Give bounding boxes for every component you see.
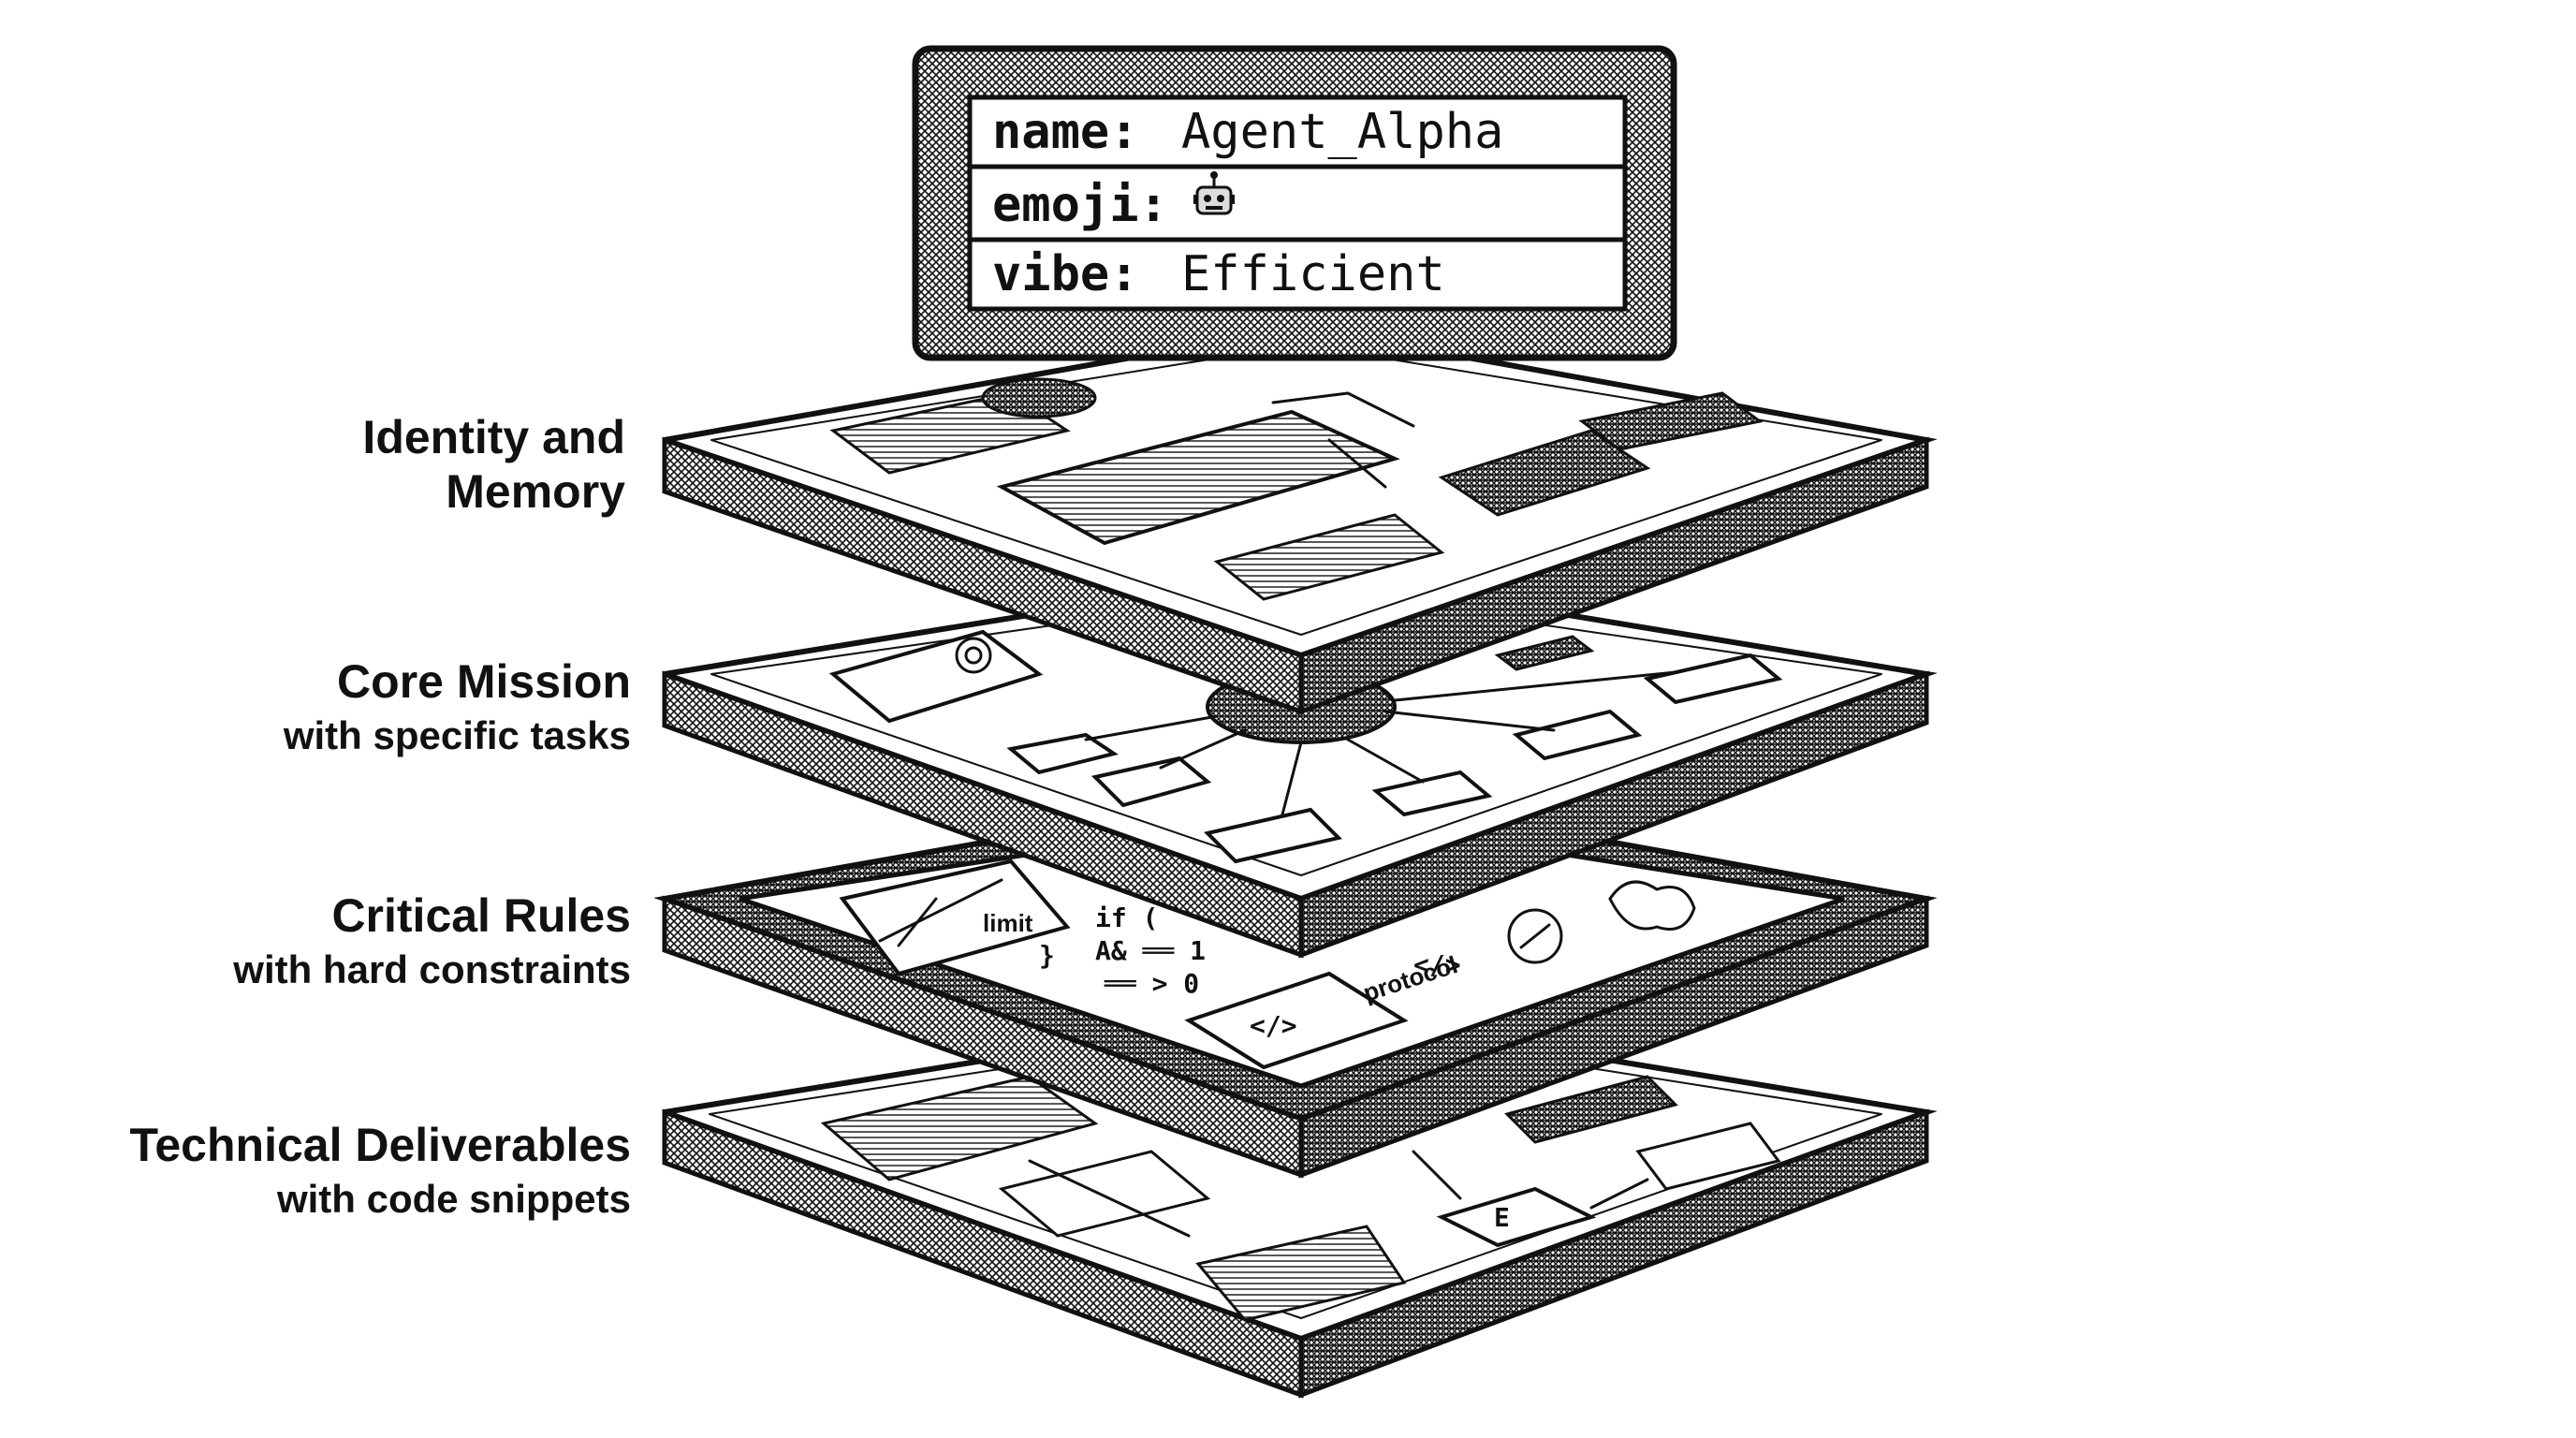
code-line-2: A& ══ 1 [1095, 935, 1206, 966]
code-line-4: } [1039, 940, 1055, 971]
label-technical-deliverables-title: Technical Deliverables [130, 1119, 631, 1171]
limit-label: limit [983, 909, 1033, 937]
robot-icon [1193, 171, 1235, 215]
layer-labels: Identity and Memory Core Mission with sp… [130, 411, 631, 1221]
label-identity-title-line2: Memory [446, 465, 625, 518]
label-core-mission-subtitle: with specific tasks [283, 713, 631, 757]
layer-identity-memory [662, 324, 1938, 715]
card-value-name: Agent_Alpha [1181, 104, 1503, 160]
label-critical-rules-subtitle: with hard constraints [232, 947, 631, 991]
code-line-3: ══ > 0 [1104, 968, 1199, 999]
tag-glyph-upper: </> [1413, 949, 1461, 980]
identity-card: name: Agent_Alpha emoji: vibe: Efficient [912, 45, 1677, 361]
layer-core-mission [662, 567, 1938, 959]
tag-glyph-lower: </> [1250, 1010, 1297, 1041]
card-key-vibe: vibe: [992, 246, 1139, 302]
layer-technical-deliverables: E [662, 1005, 1938, 1399]
svg-text:E: E [1494, 1202, 1510, 1233]
label-technical-deliverables-subtitle: with code snippets [276, 1177, 631, 1221]
card-key-emoji: emoji: [992, 177, 1168, 233]
label-critical-rules-title: Critical Rules [331, 889, 631, 942]
label-identity-title: Identity and [362, 411, 625, 463]
card-key-name: name: [992, 104, 1139, 160]
card-value-vibe: Efficient [1181, 246, 1445, 302]
label-core-mission-title: Core Mission [337, 655, 631, 708]
code-line-1: if ( [1095, 902, 1158, 933]
